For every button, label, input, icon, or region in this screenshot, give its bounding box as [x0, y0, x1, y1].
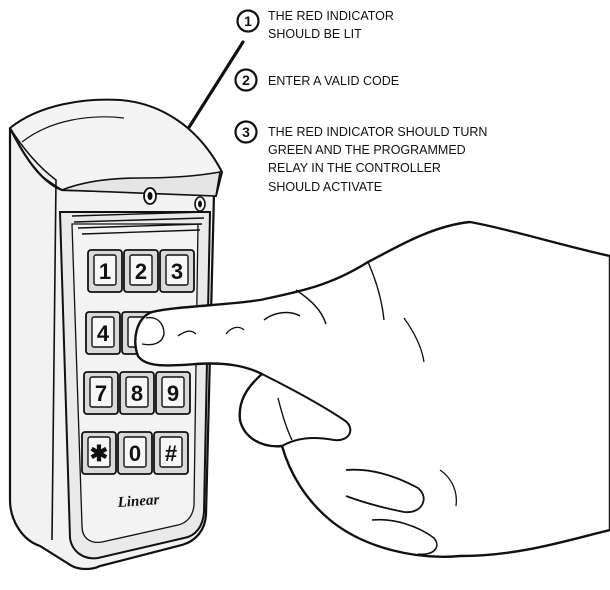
key-label: #	[165, 441, 177, 466]
key-1[interactable]: 1	[88, 250, 122, 292]
key-7[interactable]: 7	[84, 372, 118, 414]
step-3-line-2: GREEN AND THE PROGRAMMED	[268, 143, 466, 157]
key-hash[interactable]: #	[154, 432, 188, 474]
key-label: 0	[129, 441, 141, 466]
step-2: 2 ENTER A VALID CODE	[236, 70, 400, 91]
step-1: 1 THE RED INDICATOR SHOULD BE LIT	[238, 9, 394, 41]
key-label: 2	[135, 259, 147, 284]
screw-icon	[195, 197, 205, 211]
step-3-line-4: SHOULD ACTIVATE	[268, 180, 382, 194]
step-3: 3 THE RED INDICATOR SHOULD TURN GREEN AN…	[236, 122, 488, 195]
step-2-number: 2	[242, 72, 250, 88]
key-8[interactable]: 8	[120, 372, 154, 414]
key-label: 7	[95, 381, 107, 406]
step-1-line-2: SHOULD BE LIT	[268, 27, 362, 41]
step-2-line-1: ENTER A VALID CODE	[268, 74, 399, 88]
key-label: 3	[171, 259, 183, 284]
key-2[interactable]: 2	[124, 250, 158, 292]
key-label: 9	[167, 381, 179, 406]
key-4[interactable]: 4	[86, 312, 120, 354]
key-3[interactable]: 3	[160, 250, 194, 292]
step-3-line-1: THE RED INDICATOR SHOULD TURN	[268, 125, 487, 139]
key-0[interactable]: 0	[118, 432, 152, 474]
step-1-number: 1	[244, 13, 252, 29]
step-1-line-1: THE RED INDICATOR	[268, 9, 394, 23]
key-label: 4	[97, 321, 110, 346]
step-3-line-3: RELAY IN THE CONTROLLER	[268, 161, 441, 175]
step-3-number: 3	[242, 124, 250, 140]
key-label: 8	[131, 381, 143, 406]
brand-logo: Linear	[116, 492, 160, 511]
key-star[interactable]: ✱	[82, 432, 116, 474]
key-label: 1	[99, 259, 111, 284]
key-label: ✱	[90, 441, 108, 466]
key-9[interactable]: 9	[156, 372, 190, 414]
led-indicator	[144, 188, 156, 204]
